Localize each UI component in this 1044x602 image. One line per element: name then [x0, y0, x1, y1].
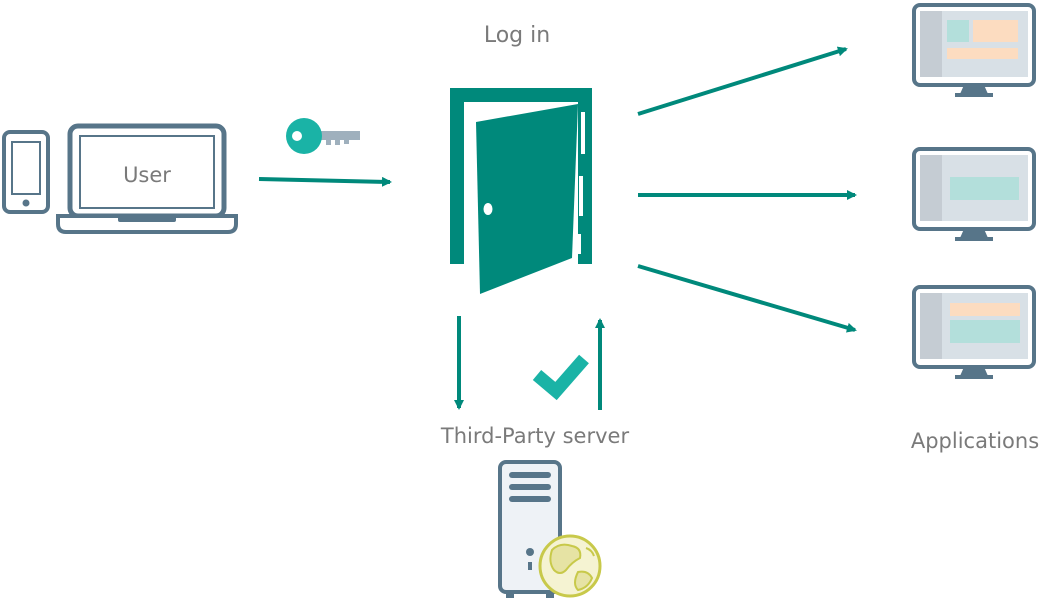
application-monitor-icon: [912, 3, 1036, 97]
login-title: Log in: [484, 23, 550, 48]
application-monitor-icon: [912, 285, 1036, 379]
checkmark-icon: [532, 354, 589, 401]
key-icon: [286, 118, 360, 154]
arrow-to-app-3: [637, 264, 857, 333]
arrow-to-app-1: [637, 46, 848, 116]
phone-icon: [2, 130, 50, 214]
globe-icon: [538, 534, 602, 598]
application-monitor-icon: [912, 147, 1036, 241]
laptop-icon: [56, 123, 238, 234]
user-label: User: [123, 163, 171, 187]
arrow-user-to-login: [258, 176, 392, 187]
server-label: Third-Party server: [440, 424, 630, 448]
applications-label: Applications: [911, 429, 1039, 453]
door-icon: [450, 88, 592, 294]
